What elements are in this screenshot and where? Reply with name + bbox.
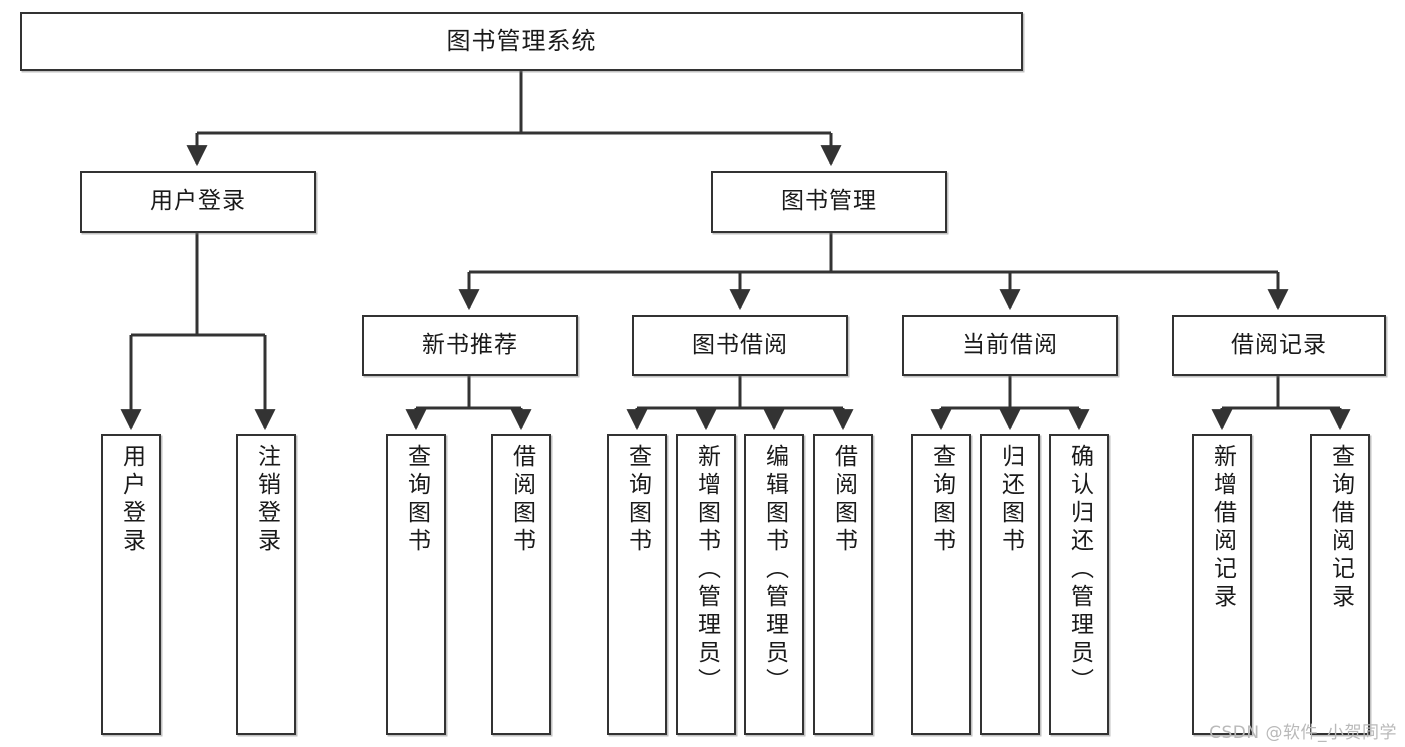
leaf-return-book[interactable]: 归还图书 [980, 434, 1040, 735]
leaf-edit-book[interactable]: 编辑图书（管理员） [744, 434, 804, 735]
node-label: 查询图书 [624, 444, 651, 556]
node-book-manage[interactable]: 图书管理 [711, 171, 947, 233]
leaf-add-book[interactable]: 新增图书（管理员） [676, 434, 736, 735]
node-label: 图书管理系统 [446, 27, 597, 56]
node-label: 新增借阅记录 [1209, 444, 1236, 612]
node-book-borrow[interactable]: 图书借阅 [632, 315, 848, 376]
node-label: 查询借阅记录 [1327, 444, 1354, 612]
node-label: 新书推荐 [422, 331, 518, 358]
node-label: 图书管理 [781, 188, 877, 215]
node-borrow-record[interactable]: 借阅记录 [1172, 315, 1386, 376]
node-label: 当前借阅 [962, 331, 1058, 358]
node-new-book-recommend[interactable]: 新书推荐 [362, 315, 578, 376]
leaf-borrow-book-recommend[interactable]: 借阅图书 [491, 434, 551, 735]
node-label: 确认归还（管理员） [1066, 444, 1093, 696]
node-current-borrow[interactable]: 当前借阅 [902, 315, 1118, 376]
leaf-query-book-borrow[interactable]: 查询图书 [607, 434, 667, 735]
node-root-system[interactable]: 图书管理系统 [20, 12, 1023, 71]
leaf-add-borrow-record[interactable]: 新增借阅记录 [1192, 434, 1252, 735]
leaf-borrow-book[interactable]: 借阅图书 [813, 434, 873, 735]
leaf-user-login[interactable]: 用户登录 [101, 434, 161, 735]
node-user-login[interactable]: 用户登录 [80, 171, 316, 233]
node-label: 新增图书（管理员） [693, 444, 720, 696]
node-label: 编辑图书（管理员） [761, 444, 788, 696]
leaf-query-borrow-record[interactable]: 查询借阅记录 [1310, 434, 1370, 735]
leaf-query-book-current[interactable]: 查询图书 [911, 434, 971, 735]
node-label: 借阅记录 [1231, 331, 1327, 358]
leaf-logout[interactable]: 注销登录 [236, 434, 296, 735]
leaf-confirm-return[interactable]: 确认归还（管理员） [1049, 434, 1109, 735]
node-label: 用户登录 [118, 444, 145, 556]
node-label: 查询图书 [928, 444, 955, 556]
node-label: 注销登录 [253, 444, 280, 556]
csdn-watermark: CSDN @软件_小贺同学 [1209, 723, 1397, 743]
leaf-query-book-recommend[interactable]: 查询图书 [386, 434, 446, 735]
node-label: 借阅图书 [830, 444, 857, 556]
node-label: 归还图书 [997, 444, 1024, 556]
node-label: 用户登录 [150, 188, 246, 215]
node-label: 查询图书 [403, 444, 430, 556]
node-label: 借阅图书 [508, 444, 535, 556]
node-label: 图书借阅 [692, 331, 788, 358]
